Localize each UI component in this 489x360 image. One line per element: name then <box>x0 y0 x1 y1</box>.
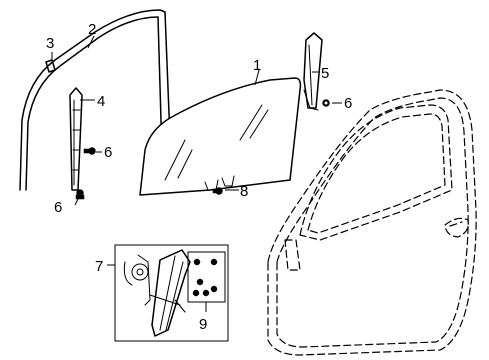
callout-6a: 6 <box>104 144 112 161</box>
callout-3: 3 <box>46 35 54 52</box>
part-4-front-lower-channel <box>69 87 83 191</box>
door-shell <box>267 89 477 356</box>
callout-leaders <box>51 35 342 312</box>
bolt-6b <box>75 189 85 200</box>
callout-7: 7 <box>95 258 103 275</box>
part-7-regulator-box <box>114 244 229 342</box>
callout-2: 2 <box>88 21 96 38</box>
callout-4: 4 <box>97 93 105 110</box>
part-9-bolt-kit-box <box>187 251 226 303</box>
bolt-8 <box>212 187 223 195</box>
bolt-6c <box>322 99 330 107</box>
callout-6b: 6 <box>54 199 62 216</box>
callout-9: 9 <box>199 316 207 333</box>
part-1-door-glass <box>139 77 302 196</box>
bolt-6a <box>83 147 96 155</box>
callout-8: 8 <box>240 183 248 200</box>
callout-5: 5 <box>321 65 329 82</box>
callout-1: 1 <box>253 57 261 74</box>
part-2-glass-run-channel <box>19 9 173 191</box>
callout-6c: 6 <box>344 95 352 112</box>
part-5-rear-lower-channel <box>303 32 323 111</box>
part-3-clip <box>45 59 56 73</box>
